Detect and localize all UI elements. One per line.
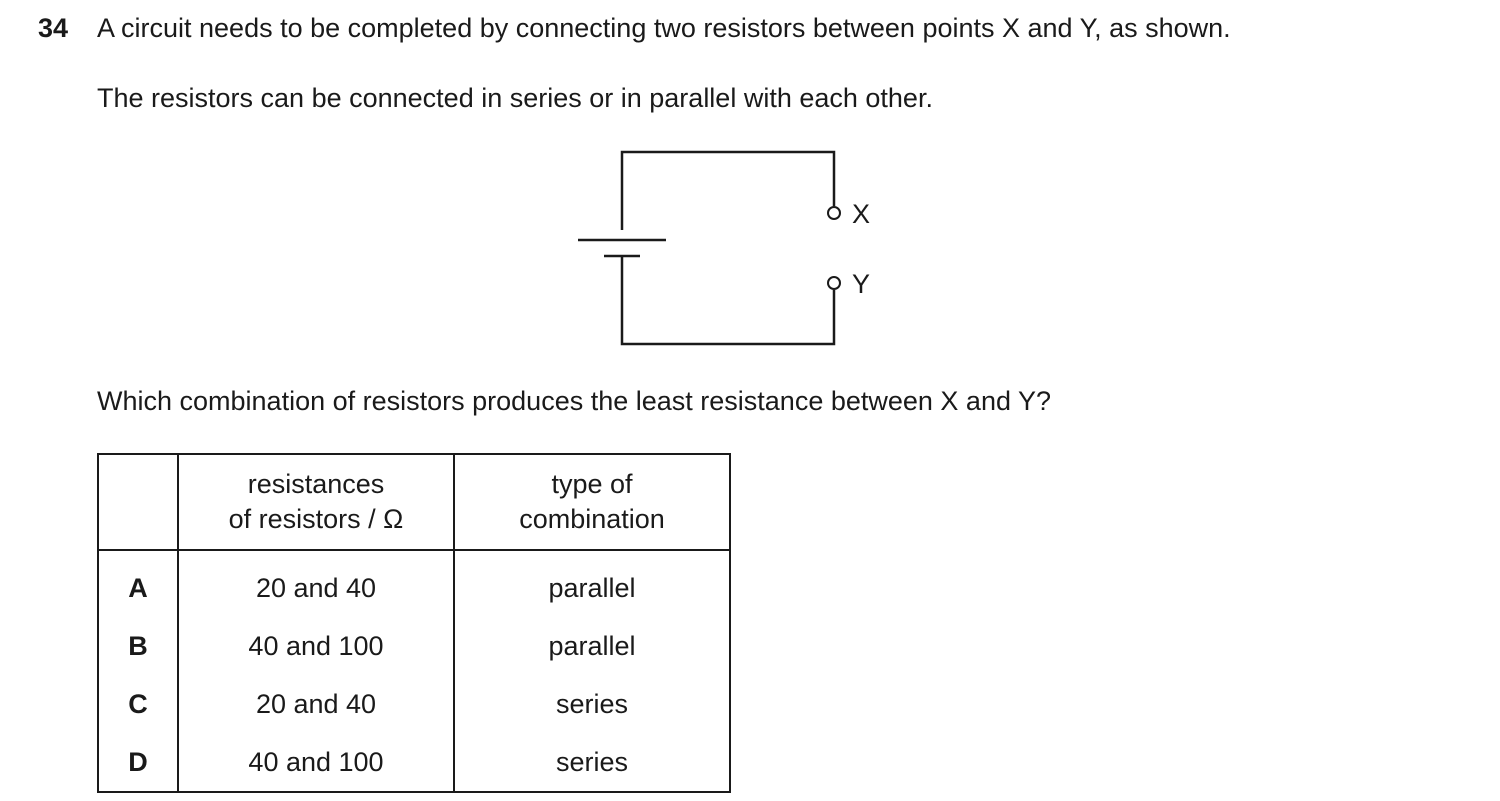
question-text-line1: A circuit needs to be completed by conne… [97, 13, 1231, 43]
terminal-y [827, 276, 841, 290]
option-row-d[interactable]: D 40 and 100 series [98, 733, 730, 792]
question-prompt: Which combination of resistors produces … [97, 386, 1052, 416]
option-type: series [555, 688, 629, 719]
header-letter-cell [98, 454, 179, 551]
option-row-b[interactable]: B 40 and 100 parallel [98, 617, 730, 675]
circuit-wires [620, 150, 836, 346]
option-letter: C [98, 675, 179, 733]
circuit-diagram: X Y [578, 150, 870, 346]
option-type: parallel [548, 572, 636, 603]
option-resistances: 40 and 100 [178, 617, 455, 675]
table-header-row: resistances of resistors / Ω type of com… [98, 454, 730, 551]
top-wire [620, 150, 836, 230]
label-x: X [852, 199, 870, 229]
header-type-line2: combination [519, 504, 665, 534]
terminal-x [827, 206, 841, 220]
question-text-line2: The resistors can be connected in series… [97, 83, 933, 113]
option-resistances: 40 and 100 [178, 733, 455, 792]
option-type: parallel [548, 630, 636, 661]
option-letter: D [98, 733, 179, 792]
header-resistances-line1: resistances [247, 469, 385, 499]
option-resistances: 20 and 40 [178, 550, 455, 617]
header-type-line1: type of [551, 469, 633, 499]
header-resistances-line2: of resistors / Ω [228, 504, 404, 534]
label-y: Y [852, 269, 870, 299]
option-row-c[interactable]: C 20 and 40 series [98, 675, 730, 733]
option-letter: B [98, 617, 179, 675]
option-row-a[interactable]: A 20 and 40 parallel [98, 550, 730, 617]
option-letter: A [98, 550, 179, 617]
bottom-wire [620, 256, 836, 346]
header-resistances: resistances of resistors / Ω [178, 454, 455, 551]
option-type: series [555, 746, 629, 777]
option-resistances: 20 and 40 [178, 675, 455, 733]
options-table: resistances of resistors / Ω type of com… [97, 453, 731, 793]
question-number: 34 [38, 13, 69, 43]
header-type: type of combination [454, 454, 730, 551]
cell-symbol [578, 238, 666, 258]
